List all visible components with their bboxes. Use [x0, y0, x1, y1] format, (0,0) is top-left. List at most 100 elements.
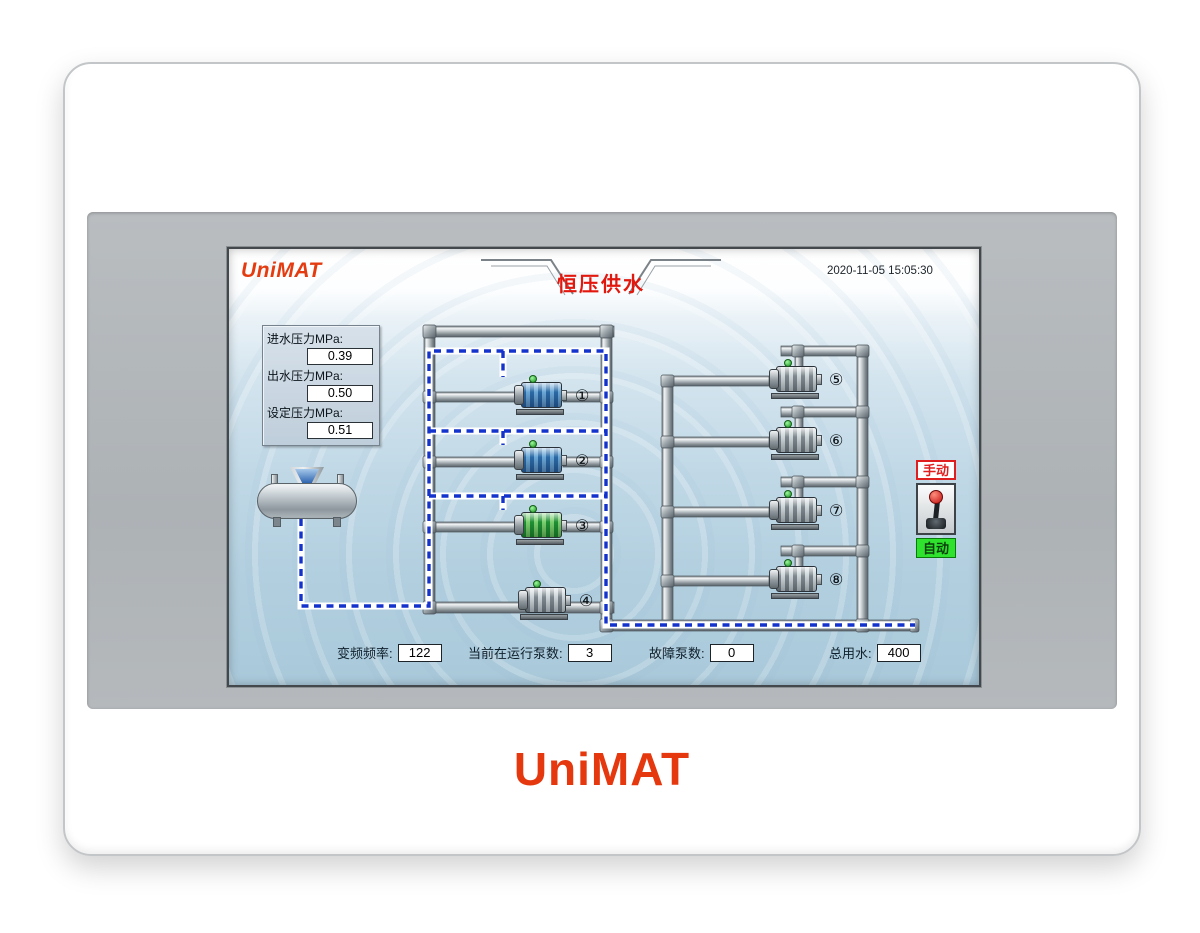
toggle-lever — [933, 501, 940, 520]
total-water-value: 400 — [876, 643, 921, 662]
brand-logo: UniMAT — [513, 743, 691, 795]
pump-vent-icon — [529, 440, 537, 448]
pump-shaft — [816, 574, 822, 585]
pump-4-label: ④ — [579, 593, 594, 610]
title-banner: 恒压供水 — [481, 255, 721, 299]
set-pressure-row: 设定压力MPa: 0.51 — [265, 404, 377, 439]
toggle-pivot — [926, 518, 946, 529]
pump-base — [771, 393, 819, 399]
mode-switch-panel: 手动 自动 — [916, 460, 956, 558]
total-water-group: 总用水: 400 — [829, 643, 921, 662]
pump-motor — [521, 512, 562, 538]
pump-motor — [521, 447, 562, 473]
fault-pumps-label: 故障泵数: — [649, 646, 705, 661]
pump-motor — [776, 366, 817, 392]
inlet-pressure-value: 0.39 — [307, 348, 373, 365]
running-pumps-label: 当前在运行泵数: — [468, 646, 563, 661]
pump-vent-icon — [533, 580, 541, 588]
inlet-pressure-label: 进水压力MPa: — [267, 332, 344, 346]
pump-shaft — [561, 390, 567, 401]
pump-motor — [525, 587, 566, 613]
fault-pumps-value: 0 — [709, 643, 754, 662]
fault-pumps-group: 故障泵数: 0 — [649, 643, 754, 662]
pump-vent-icon — [529, 375, 537, 383]
pump-head — [769, 369, 779, 389]
pump-6-label: ⑥ — [829, 433, 844, 450]
outlet-pressure-label: 出水压力MPa: — [267, 369, 344, 383]
tank-body — [257, 483, 357, 519]
pump-base — [771, 524, 819, 530]
pump-1[interactable] — [512, 375, 568, 417]
set-pressure-label: 设定压力MPa: — [267, 406, 344, 420]
pump-7[interactable] — [767, 490, 823, 532]
frequency-label: 变频频率: — [337, 646, 393, 661]
pump-3-label: ③ — [575, 518, 590, 535]
pump-head — [769, 569, 779, 589]
pump-shaft — [816, 505, 822, 516]
toggle-knob — [929, 490, 943, 504]
datetime-display: 2020-11-05 15:05:30 — [827, 265, 933, 277]
total-water-label: 总用水: — [829, 646, 872, 661]
pump-vent-icon — [784, 559, 792, 567]
pump-2-label: ② — [575, 453, 590, 470]
pump-shaft — [561, 520, 567, 531]
pump-5-label: ⑤ — [829, 372, 844, 389]
tank-leg — [273, 517, 281, 527]
pump-vent-icon — [784, 490, 792, 498]
pump-8-label: ⑧ — [829, 572, 844, 589]
pump-vent-icon — [784, 359, 792, 367]
inlet-pressure-row: 进水压力MPa: 0.39 — [265, 330, 377, 365]
pump-head — [769, 430, 779, 450]
pump-2[interactable] — [512, 440, 568, 482]
auto-mode-button[interactable]: 自动 — [916, 538, 956, 558]
title-banner-lines — [481, 259, 721, 296]
pump-base — [771, 593, 819, 599]
pump-head — [514, 385, 524, 405]
frequency-value: 122 — [397, 643, 442, 662]
pump-base — [516, 539, 564, 545]
pump-8[interactable] — [767, 559, 823, 601]
pump-shaft — [561, 455, 567, 466]
pump-1-label: ① — [575, 388, 590, 405]
pump-motor — [521, 382, 562, 408]
pump-vent-icon — [784, 420, 792, 428]
tank-water-level — [295, 469, 319, 483]
outlet-pressure-value: 0.50 — [307, 385, 373, 402]
pump-motor — [776, 427, 817, 453]
outlet-pressure-row: 出水压力MPa: 0.50 — [265, 367, 377, 402]
pump-base — [520, 614, 568, 620]
pump-vent-icon — [529, 505, 537, 513]
pump-shaft — [565, 595, 571, 606]
running-pumps-group: 当前在运行泵数: 3 — [468, 643, 612, 662]
pump-3[interactable] — [512, 505, 568, 547]
pump-6[interactable] — [767, 420, 823, 462]
running-pumps-value: 3 — [567, 643, 612, 662]
hmi-device-frame: UniMAT 恒压供水 2020-11-05 15:05:30 进水压力MPa:… — [63, 62, 1141, 856]
pressure-tank — [257, 467, 357, 527]
pump-motor — [776, 566, 817, 592]
flow-path — [297, 347, 915, 629]
screen-logo: UniMAT — [241, 259, 322, 282]
pump-base — [516, 409, 564, 415]
set-pressure-value[interactable]: 0.51 — [307, 422, 373, 439]
pump-7-label: ⑦ — [829, 503, 844, 520]
pump-head — [769, 500, 779, 520]
hmi-screen: UniMAT 恒压供水 2020-11-05 15:05:30 进水压力MPa:… — [227, 247, 981, 687]
pressure-panel: 进水压力MPa: 0.39 出水压力MPa: 0.50 设定压力MPa: 0.5… — [262, 325, 380, 446]
pump-4[interactable] — [516, 580, 572, 622]
pump-shaft — [816, 435, 822, 446]
pump-5[interactable] — [767, 359, 823, 401]
pump-head — [514, 515, 524, 535]
mode-toggle-switch[interactable] — [916, 483, 956, 535]
pump-head — [514, 450, 524, 470]
pump-head — [518, 590, 528, 610]
pump-motor — [776, 497, 817, 523]
pipe-network — [297, 324, 920, 633]
pump-shaft — [816, 374, 822, 385]
pump-base — [516, 474, 564, 480]
page-title: 恒压供水 — [557, 274, 645, 296]
manual-mode-button[interactable]: 手动 — [916, 460, 956, 480]
tank-leg — [333, 517, 341, 527]
frequency-group: 变频频率: 122 — [337, 643, 442, 662]
pump-base — [771, 454, 819, 460]
